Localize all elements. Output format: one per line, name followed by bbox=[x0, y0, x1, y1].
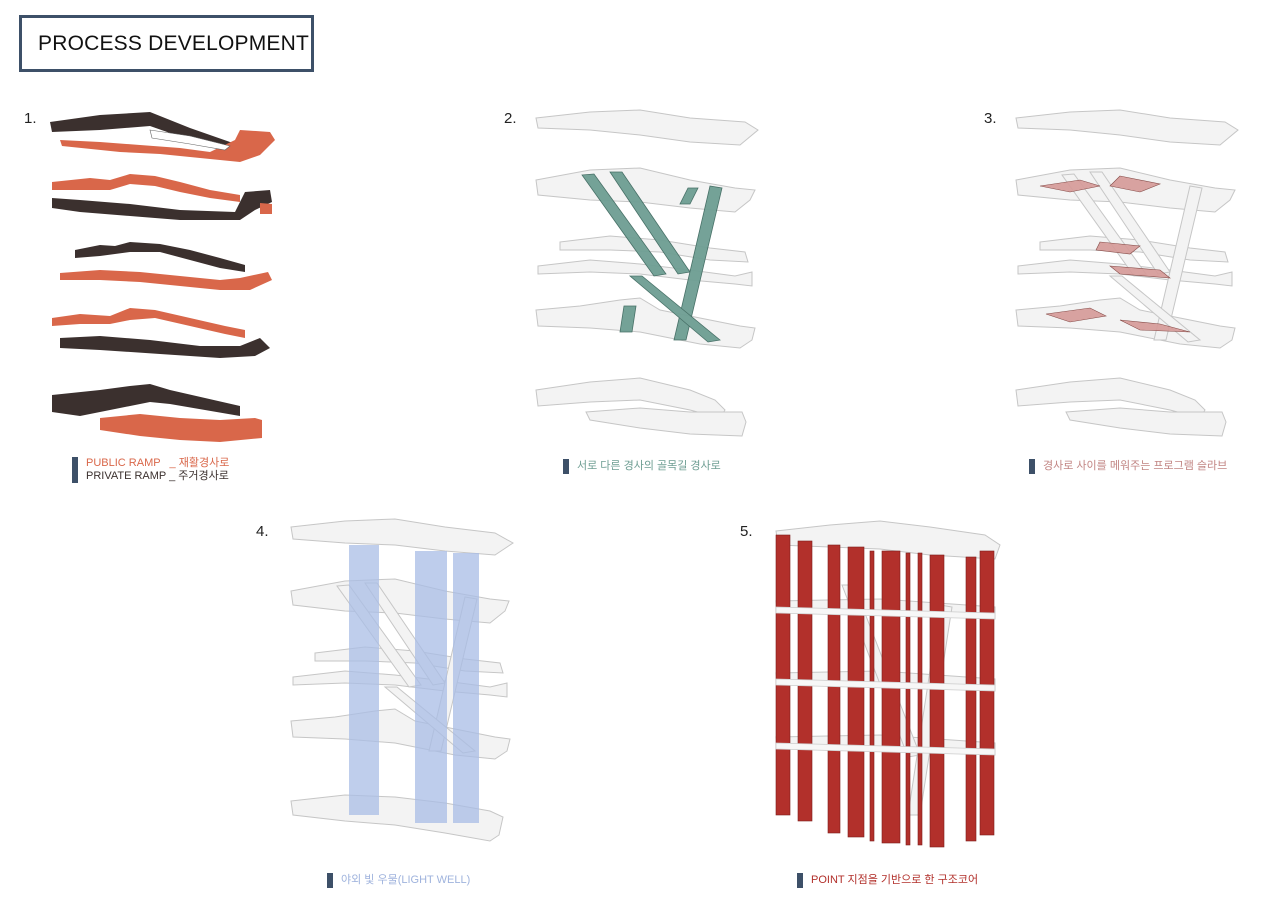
structure-core-9 bbox=[929, 554, 945, 848]
legend-marker bbox=[797, 873, 803, 888]
public-ramp bbox=[100, 414, 262, 442]
legend-4: 야외 빛 우물(LIGHT WELL) bbox=[327, 873, 470, 888]
step-number-2: 2. bbox=[504, 110, 517, 127]
slab-void bbox=[149, 129, 231, 151]
legend-public-ramp: PUBLIC RAMP _ 재활경사로 bbox=[86, 457, 230, 469]
alley-ramp-4 bbox=[673, 185, 723, 341]
structure-core-8 bbox=[917, 552, 923, 846]
public-ramp bbox=[52, 308, 245, 338]
diagram-3-program-slabs bbox=[1015, 109, 1239, 437]
step-number-1: 1. bbox=[24, 110, 37, 127]
structure-core-1 bbox=[775, 534, 791, 816]
diagram-2-alley-ramps bbox=[535, 109, 759, 437]
page-title: PROCESS DEVELOPMENT bbox=[38, 31, 310, 55]
legend-program-slab: 경사로 사이를 메워주는 프로그램 슬라브 bbox=[1043, 460, 1228, 472]
program-slab-1 bbox=[1039, 179, 1101, 193]
structure-core-5 bbox=[869, 550, 875, 842]
public-ramp bbox=[52, 174, 240, 202]
diagram-5-structure-cores bbox=[775, 520, 1001, 848]
public-ramp bbox=[60, 130, 275, 162]
alley-ramp-1 bbox=[581, 173, 667, 277]
structure-core-7 bbox=[905, 552, 911, 846]
legend-marker bbox=[327, 873, 333, 888]
diagram-1-level-4 bbox=[52, 308, 270, 358]
slab-level-4-front bbox=[775, 742, 996, 756]
slab-ground bbox=[290, 794, 504, 842]
diagram-1-level-2 bbox=[52, 174, 272, 220]
alley-ramp-3 bbox=[679, 187, 699, 205]
alley-ramp-5 bbox=[628, 275, 721, 343]
slab-roof bbox=[1015, 109, 1239, 146]
structure-core-10 bbox=[965, 556, 977, 842]
light-well-2 bbox=[415, 551, 447, 823]
legend-marker bbox=[72, 457, 78, 483]
structure-core-11 bbox=[979, 550, 995, 836]
public-ramp bbox=[60, 270, 272, 290]
light-well-3 bbox=[453, 553, 479, 823]
private-ramp bbox=[75, 242, 245, 272]
light-well-1 bbox=[349, 545, 379, 815]
legend-light-well: 야외 빛 우물(LIGHT WELL) bbox=[341, 874, 471, 886]
step-number-5: 5. bbox=[740, 523, 753, 540]
program-slab-6 bbox=[1119, 319, 1191, 333]
alley-ramp-6 bbox=[619, 305, 637, 333]
private-ramp bbox=[52, 190, 272, 220]
slab-roof bbox=[775, 520, 1001, 560]
slab-roof bbox=[290, 518, 514, 556]
legend-marker bbox=[1029, 459, 1035, 474]
private-ramp bbox=[52, 384, 240, 416]
slab-ground-lower bbox=[585, 407, 747, 437]
diagram-1-level-3 bbox=[60, 242, 272, 290]
slab-level-2 bbox=[535, 167, 756, 213]
slab-level-2-front bbox=[775, 606, 996, 620]
private-ramp bbox=[60, 336, 270, 358]
slab-level-2 bbox=[1015, 167, 1236, 213]
title-box: PROCESS DEVELOPMENT bbox=[19, 15, 314, 72]
slab-level-5 bbox=[535, 297, 756, 349]
legend-structure-core: POINT 지점을 기반으로 한 구조코어 bbox=[811, 874, 979, 886]
program-slab-5 bbox=[1045, 307, 1107, 323]
legend-alley-ramp: 서로 다른 경사의 골목길 경사로 bbox=[577, 460, 721, 472]
diagram-1-ramps bbox=[50, 112, 275, 442]
legend-1: PUBLIC RAMP _ 재활경사로 PRIVATE RAMP _ 주거경사로 bbox=[72, 457, 229, 483]
structure-core-4 bbox=[847, 546, 865, 838]
diagram-1-level-1 bbox=[50, 112, 275, 162]
public-ramp-end bbox=[260, 203, 272, 214]
slab-ground-lower bbox=[1065, 407, 1227, 437]
legend-3: 경사로 사이를 메워주는 프로그램 슬라브 bbox=[1029, 459, 1227, 474]
diagram-4-light-wells bbox=[290, 518, 514, 842]
legend-2: 서로 다른 경사의 골목길 경사로 bbox=[563, 459, 721, 474]
step-number-4: 4. bbox=[256, 523, 269, 540]
program-slab-2 bbox=[1109, 175, 1162, 193]
ramp-white-3 bbox=[1153, 185, 1203, 341]
legend-5: POINT 지점을 기반으로 한 구조코어 bbox=[797, 873, 978, 888]
structure-core-6 bbox=[881, 550, 901, 844]
legend-marker bbox=[563, 459, 569, 474]
structure-core-3 bbox=[827, 544, 841, 834]
slab-roof bbox=[535, 109, 759, 146]
program-slab-3 bbox=[1095, 241, 1141, 255]
program-slab-4 bbox=[1109, 265, 1171, 279]
legend-private-ramp: PRIVATE RAMP _ 주거경사로 bbox=[86, 470, 229, 482]
diagram-1-level-5 bbox=[52, 384, 262, 442]
ramp-white-4 bbox=[1108, 275, 1202, 343]
slab-level-3-front bbox=[775, 678, 996, 692]
step-number-3: 3. bbox=[984, 110, 997, 127]
